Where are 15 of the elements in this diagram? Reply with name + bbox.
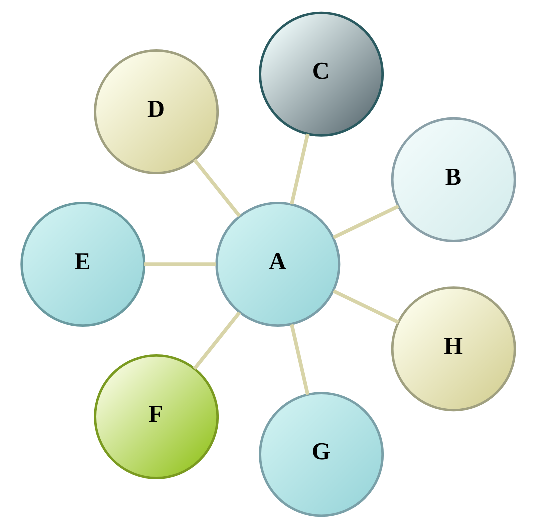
connector [290, 134, 310, 205]
connector [193, 312, 242, 370]
connector [290, 324, 310, 396]
connector [332, 290, 400, 324]
node-circle: B [391, 117, 516, 242]
node-circle: D [94, 50, 220, 175]
connector [144, 262, 216, 266]
node-circle: C [259, 12, 384, 137]
node-circle: E [20, 202, 146, 327]
node-circle: F [94, 354, 220, 480]
node-circle: G [259, 392, 384, 518]
connector [193, 158, 242, 218]
node-circle: A [216, 202, 341, 327]
connector [332, 204, 400, 240]
node-circle: H [391, 286, 516, 412]
